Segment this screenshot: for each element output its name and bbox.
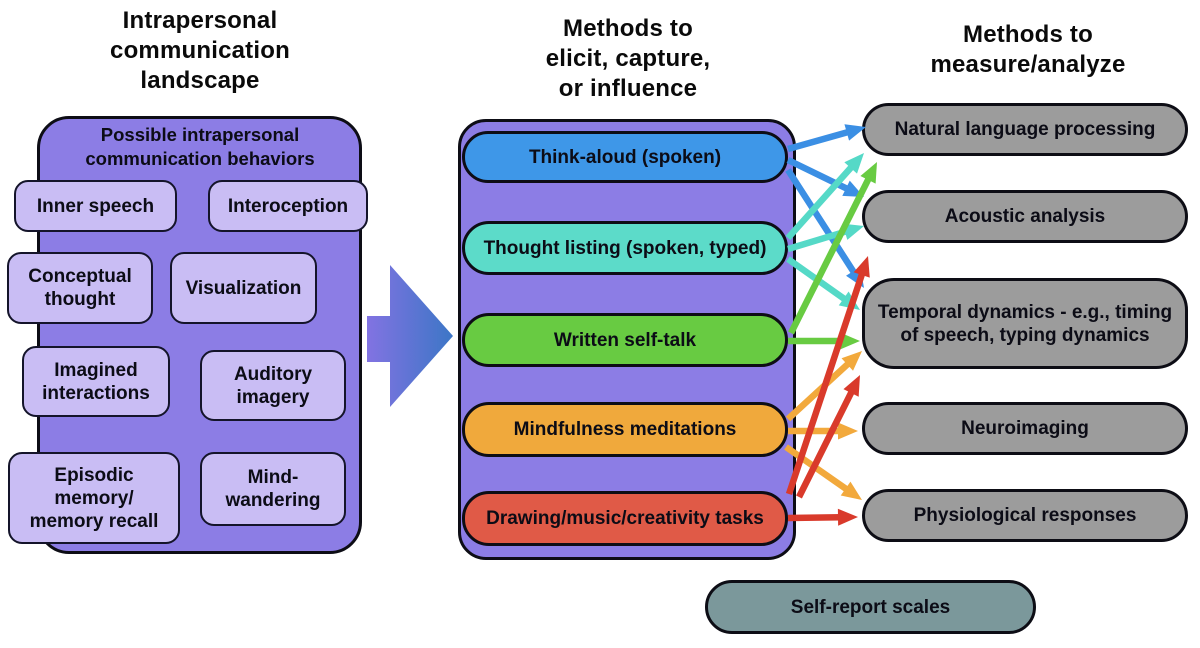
arrow-mindfulness-meditations-to-physiological-responses <box>784 444 862 500</box>
measure-natural-language-processing: Natural language processing <box>862 103 1188 156</box>
arrow-think-aloud-to-acoustic-analysis <box>786 157 864 197</box>
behavior-auditory-imagery: Auditory imagery <box>200 350 346 421</box>
flow-arrow <box>367 265 453 407</box>
arrow-think-aloud-to-temporal-dynamics <box>785 168 864 288</box>
behavior-episodic-memory: Episodic memory/ memory recall <box>8 452 180 544</box>
method-drawing-music-creativity: Drawing/music/creativity tasks <box>462 491 788 546</box>
left-panel-title: Possible intrapersonal communication beh… <box>85 124 315 169</box>
arrow-think-aloud-to-nlp <box>787 124 866 153</box>
middle-column-header: Methods to elicit, capture, or influence <box>545 15 711 102</box>
left-column-header: Intrapersonal communication landscape <box>110 7 290 94</box>
arrow-drawing-music-creativity-to-temporal-dynamics <box>796 375 860 499</box>
arrow-thought-listing-to-nlp <box>785 153 864 241</box>
behavior-imagined-interactions: Imagined interactions <box>22 346 170 417</box>
arrow-written-self-talk-to-temporal-dynamics <box>788 332 860 350</box>
method-mindfulness-meditations: Mindfulness meditations <box>462 402 788 457</box>
right-column-header: Methods to measure/analyze <box>930 21 1126 78</box>
measure-temporal-dynamics: Temporal dynamics - e.g., timing of spee… <box>862 278 1188 369</box>
behavior-inner-speech: Inner speech <box>14 180 177 232</box>
arrow-thought-listing-to-acoustic-analysis <box>787 223 864 253</box>
self-report-scales-pill: Self-report scales <box>705 580 1036 634</box>
arrow-thought-listing-to-temporal-dynamics <box>786 256 860 310</box>
method-thought-listing: Thought listing (spoken, typed) <box>462 221 788 275</box>
measure-acoustic-analysis: Acoustic analysis <box>862 190 1188 243</box>
method-think-aloud: Think-aloud (spoken) <box>462 131 788 183</box>
behavior-conceptual-thought: Conceptual thought <box>7 252 153 324</box>
measure-neuroimaging: Neuroimaging <box>862 402 1188 455</box>
measure-physiological-responses: Physiological responses <box>862 489 1188 542</box>
method-written-self-talk: Written self-talk <box>462 313 788 367</box>
arrow-mindfulness-meditations-to-neuroimaging <box>788 422 858 440</box>
behavior-visualization: Visualization <box>170 252 317 324</box>
behavior-mind-wandering: Mind- wandering <box>200 452 346 526</box>
arrow-drawing-music-creativity-to-physiological-responses <box>787 508 858 526</box>
arrow-drawing-music-creativity-to-acoustic-analysis <box>785 256 870 496</box>
arrow-mindfulness-meditations-to-temporal-dynamics <box>785 351 862 422</box>
behavior-interoception: Interoception <box>208 180 368 232</box>
